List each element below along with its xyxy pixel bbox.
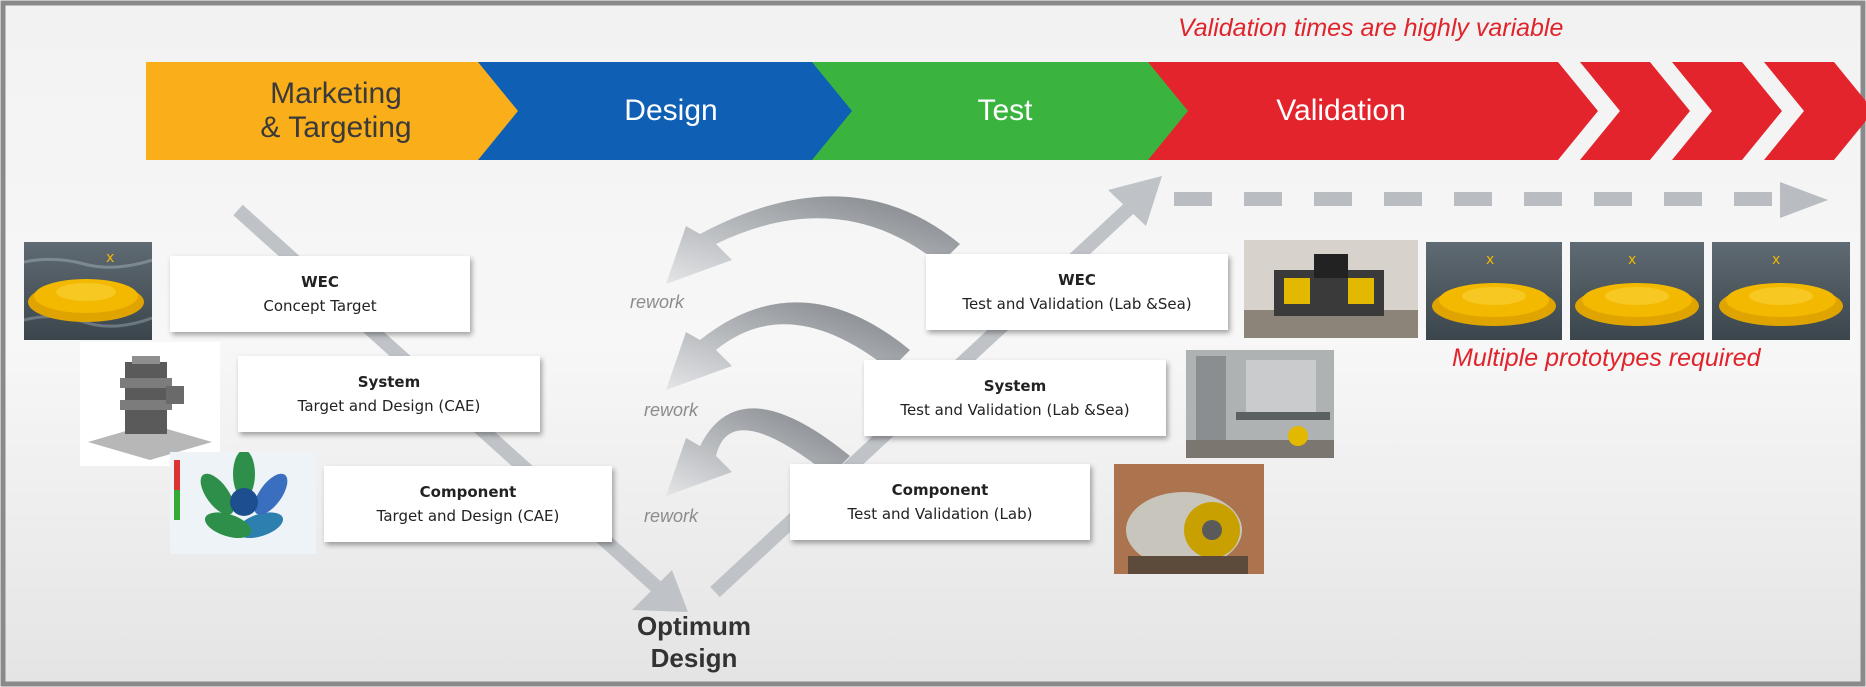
system-cad-image bbox=[80, 342, 220, 466]
validation-extra-chevron-4 bbox=[1764, 62, 1866, 160]
wec-buoy-image-3: x bbox=[1570, 242, 1704, 340]
box-title: WEC bbox=[301, 273, 339, 291]
descent-arrow-head bbox=[632, 570, 688, 612]
rework-label-1: rework bbox=[630, 292, 685, 312]
svg-text:x: x bbox=[106, 250, 114, 266]
test-box-wec: WEC Test and Validation (Lab &Sea) bbox=[926, 254, 1228, 330]
dash-segment bbox=[1244, 192, 1282, 206]
box-subtitle: Target and Design (CAE) bbox=[297, 397, 481, 415]
rework-arrows bbox=[666, 196, 960, 496]
design-stage-label: Design bbox=[624, 94, 718, 127]
design-stage-chevron bbox=[478, 62, 864, 160]
validation-stage-chevron bbox=[1148, 62, 1534, 160]
test-box-system: System Test and Validation (Lab &Sea) bbox=[864, 360, 1166, 436]
box-subtitle: Test and Validation (Lab &Sea) bbox=[962, 295, 1192, 313]
marketing-stage-label: Marketing & Targeting bbox=[260, 77, 412, 144]
design-box-system: System Target and Design (CAE) bbox=[238, 356, 540, 432]
box-title: Component bbox=[419, 483, 517, 501]
validation-time-note: Validation times are highly variable bbox=[1178, 14, 1564, 42]
system-lab-image bbox=[1186, 350, 1334, 458]
svg-text:x: x bbox=[1628, 252, 1636, 268]
svg-text:x: x bbox=[1772, 252, 1780, 268]
prototypes-note: Multiple prototypes required bbox=[1452, 344, 1761, 372]
box-subtitle: Test and Validation (Lab) bbox=[847, 505, 1033, 523]
box-title: Component bbox=[891, 481, 989, 499]
stage-chevrons bbox=[146, 62, 1866, 160]
dash-segment bbox=[1174, 192, 1212, 206]
wec-buoy-image-2: x bbox=[1426, 242, 1562, 340]
validation-stage-label: Validation bbox=[1276, 94, 1406, 127]
dash-segment bbox=[1594, 192, 1632, 206]
box-title: WEC bbox=[1058, 271, 1096, 289]
rework-arrow-2 bbox=[666, 302, 910, 390]
component-lab-image bbox=[1114, 464, 1264, 574]
test-stage-chevron bbox=[812, 62, 1198, 160]
dash-segment bbox=[1454, 192, 1492, 206]
validation-extra-chevron-3 bbox=[1672, 62, 1782, 160]
dashed-arrow-head bbox=[1780, 182, 1828, 218]
design-box-component: Component Target and Design (CAE) bbox=[324, 466, 612, 542]
component-fea-image bbox=[170, 452, 316, 554]
rework-label-3: rework bbox=[644, 506, 699, 526]
marketing-stage-chevron bbox=[146, 62, 526, 160]
box-subtitle: Concept Target bbox=[263, 297, 377, 315]
box-title: System bbox=[983, 377, 1047, 395]
validation-extra-chevron-1 bbox=[1488, 62, 1598, 160]
test-box-component: Component Test and Validation (Lab) bbox=[790, 464, 1090, 540]
box-title: System bbox=[357, 373, 421, 391]
wec-lab-image bbox=[1244, 240, 1418, 338]
dash-segment bbox=[1734, 192, 1772, 206]
dash-segment bbox=[1384, 192, 1422, 206]
svg-text:x: x bbox=[1486, 252, 1494, 268]
rework-arrow-3 bbox=[666, 408, 850, 496]
wec-buoy-image-4: x bbox=[1712, 242, 1850, 340]
test-stage-label: Test bbox=[977, 94, 1033, 127]
design-box-wec: WEC Concept Target bbox=[170, 256, 470, 332]
optimum-design-label: Optimum Design bbox=[636, 611, 752, 673]
rework-label-2: rework bbox=[644, 400, 699, 420]
dash-segment bbox=[1524, 192, 1562, 206]
box-subtitle: Target and Design (CAE) bbox=[376, 507, 560, 525]
wec-buoy-image: x bbox=[24, 242, 152, 340]
ascent-arrow-head bbox=[1108, 176, 1162, 226]
rework-arrow-1 bbox=[666, 196, 960, 284]
validation-dashed-arrow bbox=[1174, 192, 1772, 206]
validation-extra-chevron-2 bbox=[1580, 62, 1690, 160]
dash-segment bbox=[1664, 192, 1702, 206]
dash-segment bbox=[1314, 192, 1352, 206]
box-subtitle: Test and Validation (Lab &Sea) bbox=[900, 401, 1130, 419]
